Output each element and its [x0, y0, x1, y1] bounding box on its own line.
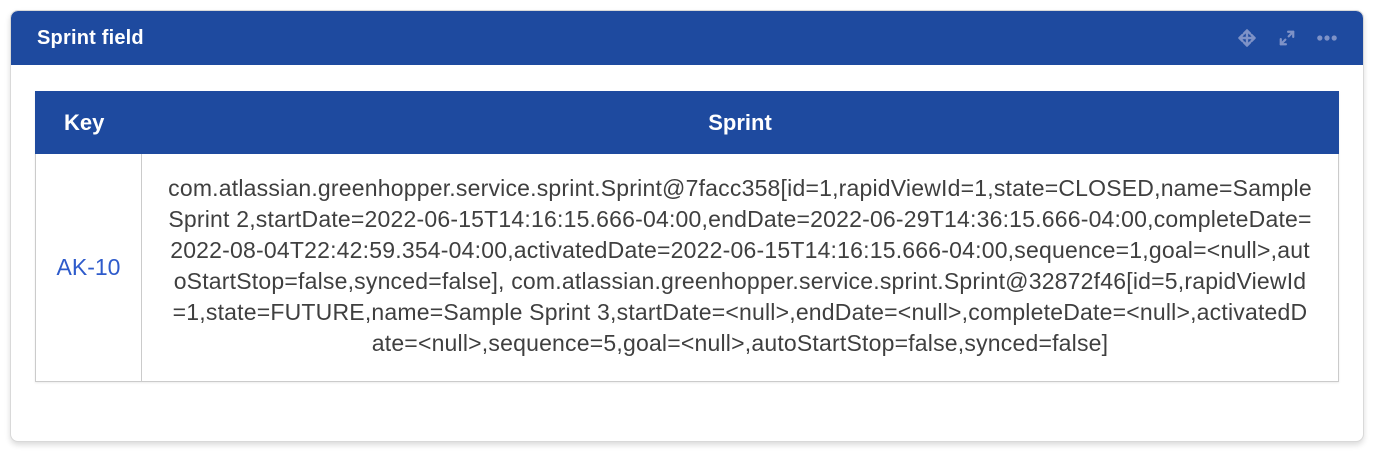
- sprint-value: com.atlassian.greenhopper.service.sprint…: [141, 153, 1339, 382]
- table-header-row: Key Sprint: [35, 91, 1339, 154]
- gadget-header-actions: [1235, 26, 1339, 50]
- gadget-title: Sprint field: [37, 26, 144, 49]
- expand-icon[interactable]: [1275, 26, 1299, 50]
- gadget-body: Key Sprint AK-10 com.atlassian.greenhopp…: [11, 65, 1363, 382]
- sprint-table: Key Sprint AK-10 com.atlassian.greenhopp…: [35, 91, 1339, 382]
- sprint-field-gadget: Sprint field: [10, 10, 1364, 442]
- key-cell: AK-10: [35, 153, 142, 382]
- column-header-key: Key: [35, 91, 142, 154]
- table-row: AK-10 com.atlassian.greenhopper.service.…: [35, 153, 1339, 382]
- move-icon[interactable]: [1235, 26, 1259, 50]
- issue-key-link[interactable]: AK-10: [56, 254, 121, 280]
- gadget-header[interactable]: Sprint field: [11, 11, 1363, 65]
- column-header-sprint: Sprint: [141, 91, 1339, 154]
- more-options-icon[interactable]: [1315, 26, 1339, 50]
